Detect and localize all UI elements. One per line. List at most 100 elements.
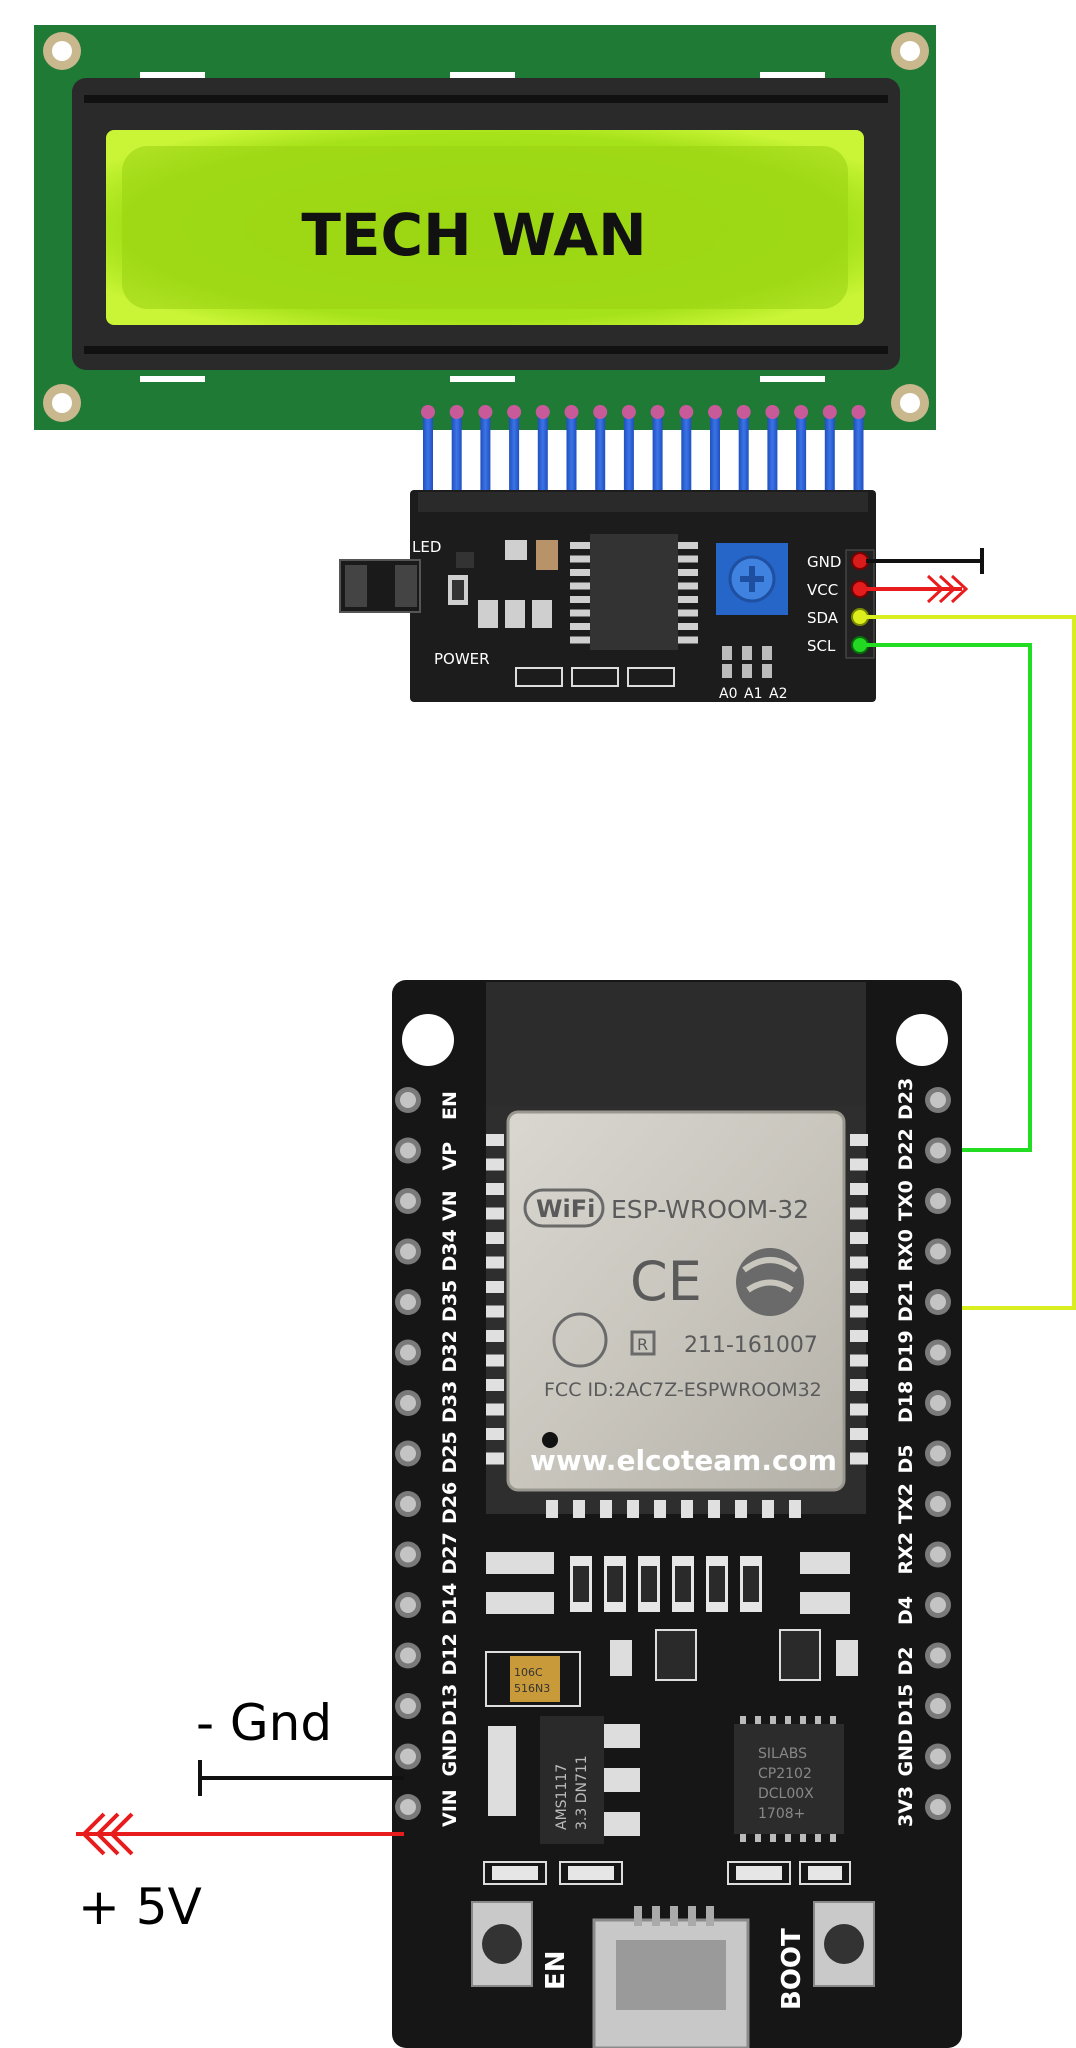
esp32-pin-left [395, 1188, 421, 1214]
pin-label-right: 3V3 [895, 1786, 917, 1827]
pin-label-right: D18 [895, 1381, 917, 1423]
website: www.elcoteam.com [530, 1444, 837, 1477]
vcc-wire [866, 574, 969, 604]
pin-label-right: D15 [895, 1684, 917, 1726]
esp32-pin-left [395, 1693, 421, 1719]
esp32-pin-left [395, 1541, 421, 1568]
esp32-pin-right [925, 1390, 951, 1416]
pin-label-right: GND [895, 1729, 917, 1776]
voltage-regulator [540, 1716, 604, 1844]
esp32-pin-right [925, 1541, 951, 1568]
esp32-pin-right [925, 1339, 951, 1366]
pin-label-left: D26 [439, 1482, 461, 1524]
svg-text:SILABS: SILABS [758, 1746, 807, 1762]
pin-label-left: D34 [439, 1229, 461, 1271]
pin-label-left: D14 [439, 1583, 461, 1625]
esp32-pin-right [925, 1137, 951, 1164]
lcd-text: TECH WAN [301, 201, 646, 269]
vcc-label: + 5V [78, 1878, 202, 1936]
pin-label-right: D4 [895, 1596, 917, 1625]
sda-pin [851, 608, 869, 626]
gnd-pin [851, 552, 869, 570]
pin-label-left: GND [439, 1729, 461, 1776]
esp32-pin-right [925, 1087, 951, 1113]
pin-label-left: D27 [439, 1532, 461, 1574]
address-pad-a1: A1 [744, 686, 762, 702]
wifi-logo: WiFi [536, 1195, 595, 1223]
pin-label-right: D21 [895, 1280, 917, 1322]
svg-text:3.3 DN711: 3.3 DN711 [574, 1755, 590, 1830]
pin-label-right: D22 [895, 1128, 917, 1170]
svg-text:516N3: 516N3 [514, 1682, 550, 1695]
tantalum-capacitor [485, 1651, 581, 1707]
i2c-module: LED POWER A0 A1 A2 [339, 490, 876, 702]
sda-wire [866, 615, 1076, 1310]
pin-label-scl: SCL [807, 637, 836, 655]
en-button-label: EN [541, 1950, 571, 1990]
pin-label-right: TX0 [895, 1180, 917, 1221]
power-arrow-icon [81, 1812, 134, 1856]
gnd-supply [198, 1760, 404, 1796]
led-label: LED [412, 538, 441, 556]
usb-uart-chip [734, 1724, 844, 1834]
gnd-label: - Gnd [196, 1694, 332, 1752]
pin-label-left: D32 [439, 1330, 461, 1372]
esp32-pin-left [395, 1390, 421, 1416]
esp32-pin-right [925, 1592, 951, 1618]
module-name: ESP-WROOM-32 [611, 1195, 809, 1224]
pin-label-left: D12 [439, 1633, 461, 1675]
esp32-pin-right [925, 1693, 951, 1719]
telec-logo-icon [552, 1312, 608, 1368]
svg-text:CP2102: CP2102 [758, 1766, 812, 1782]
esp32-pin-left [395, 1794, 421, 1820]
power-label: POWER [434, 650, 490, 668]
esp32-pin-left [395, 1289, 421, 1315]
pin-label-right: D5 [895, 1445, 917, 1474]
pin-label-left: D25 [439, 1431, 461, 1473]
lcd-display: TECH WAN [34, 25, 936, 430]
pin-label-right: RX0 [895, 1229, 917, 1272]
esp32-pin-right [925, 1289, 951, 1315]
esp32-pin-left [395, 1592, 421, 1618]
esp32-pin-right [925, 1743, 951, 1770]
pcf8574-chip [590, 534, 678, 650]
esp-module-shield [506, 1110, 846, 1492]
vcc-supply [76, 1812, 404, 1856]
svg-text:R: R [637, 1335, 648, 1354]
pin-label-gnd: GND [807, 553, 841, 571]
esp32-pin-right [925, 1794, 951, 1820]
esp32-pin-left [395, 1238, 421, 1265]
pin-label-left: VP [439, 1142, 461, 1171]
pin-label-left: D13 [439, 1684, 461, 1726]
esp32-pin-left [395, 1743, 421, 1770]
fcc-id: FCC ID:2AC7Z-ESPWROOM32 [544, 1379, 822, 1401]
vcc-pin [851, 580, 869, 598]
esp32-pin-right [925, 1491, 951, 1517]
pin-label-right: D2 [895, 1647, 917, 1676]
pin-label-sda: SDA [807, 609, 839, 627]
pin-label-right: D19 [895, 1330, 917, 1372]
pin-label-vcc: VCC [807, 581, 838, 599]
pin-label-left: D35 [439, 1280, 461, 1322]
esp32-pin-left [395, 1339, 421, 1366]
esp32-pin-right [925, 1440, 951, 1467]
cert-number: 211-161007 [684, 1333, 818, 1358]
svg-text:AMS1117: AMS1117 [554, 1764, 570, 1830]
esp32-pin-left [395, 1137, 421, 1164]
esp32-pin-left [395, 1087, 421, 1113]
scl-wire [866, 643, 1032, 1152]
esp32-board: WiFi ESP-WROOM-32 CE R 211-161007 FCC ID… [392, 980, 962, 2048]
gnd-wire [866, 548, 984, 574]
svg-text:1708+: 1708+ [758, 1806, 805, 1822]
ce-mark-icon: CE [630, 1250, 702, 1313]
esp32-pin-right [925, 1188, 951, 1214]
svg-text:DCL00X: DCL00X [758, 1786, 814, 1802]
pin-label-left: VIN [439, 1789, 461, 1827]
power-arrow-icon [926, 574, 969, 604]
esp32-pin-left [395, 1491, 421, 1517]
pin-label-right: RX2 [895, 1532, 917, 1575]
scl-pin [851, 636, 869, 654]
pin-label-left: EN [439, 1091, 461, 1120]
address-pad-a0: A0 [719, 686, 737, 702]
